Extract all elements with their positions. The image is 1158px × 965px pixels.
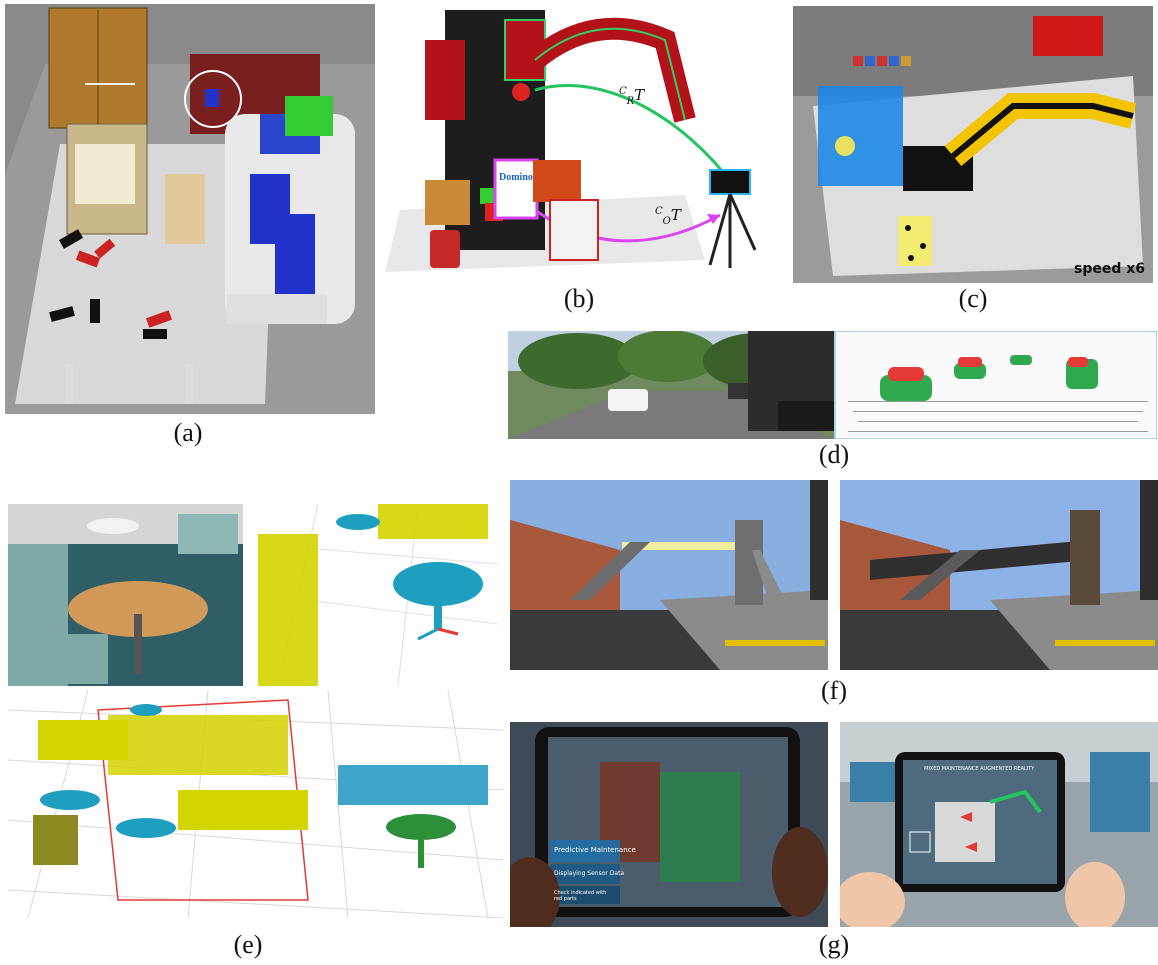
caption-c: (c) [958, 284, 988, 313]
panel-a-robot-sim [5, 4, 375, 414]
panel-f-station-after [840, 480, 1158, 670]
tablet-left-illustration [510, 722, 828, 927]
lounge-photo-illustration [8, 504, 243, 686]
transform-cr-sub: R [626, 96, 635, 107]
domino-box-label: Domino [499, 172, 533, 183]
transform-co-label: COT [655, 206, 681, 227]
transform-cr-sup: C [619, 86, 627, 97]
panel-e-model [258, 504, 498, 686]
transform-cr-label: CRT [619, 86, 644, 107]
robot-arm-illustration [793, 6, 1153, 283]
panel-e-photo [8, 504, 243, 686]
panel-g-tablet-right: MIXED MAINTENANCE AUGMENTED REALITY [840, 722, 1158, 927]
panel-d-street-pointcloud [508, 331, 1157, 439]
baxter-illustration [385, 10, 770, 278]
station-after-illustration [840, 480, 1158, 670]
caption-g: (g) [818, 930, 850, 959]
speed-label: speed x6 [1073, 261, 1145, 277]
transform-co-symbol: T [670, 206, 681, 224]
scene-overview-illustration [8, 690, 503, 918]
street-pointcloud-illustration [508, 331, 1157, 439]
panel-e-overview [8, 690, 503, 918]
tablet-ui-item2: Check indicated with red parts [554, 890, 607, 902]
caption-b: (b) [563, 284, 595, 313]
panel-g-tablet-left: Predictive Maintenance Displaying Sensor… [510, 722, 828, 927]
transform-co-sup: C [655, 206, 663, 217]
caption-f: (f) [821, 676, 847, 705]
caption-d: (d) [818, 440, 850, 469]
tablet-ui-title: Predictive Maintenance [554, 846, 636, 854]
tablet-ui-item1: Displaying Sensor Data [554, 870, 625, 877]
panel-f-station-before [510, 480, 828, 670]
caption-e: (e) [233, 930, 263, 959]
caption-a: (a) [173, 418, 203, 447]
robot-sim-illustration [5, 4, 375, 414]
panel-c-robot-arm: speed x6 [793, 6, 1153, 283]
lounge-model-illustration [258, 504, 498, 686]
transform-co-sub: O [662, 216, 671, 227]
tablet-ui-header: MIXED MAINTENANCE AUGMENTED REALITY [924, 766, 1035, 772]
station-before-illustration [510, 480, 828, 670]
tablet-right-illustration [840, 722, 1158, 927]
panel-b-baxter: CRT COT Domino [385, 10, 770, 278]
transform-cr-symbol: T [634, 86, 645, 104]
